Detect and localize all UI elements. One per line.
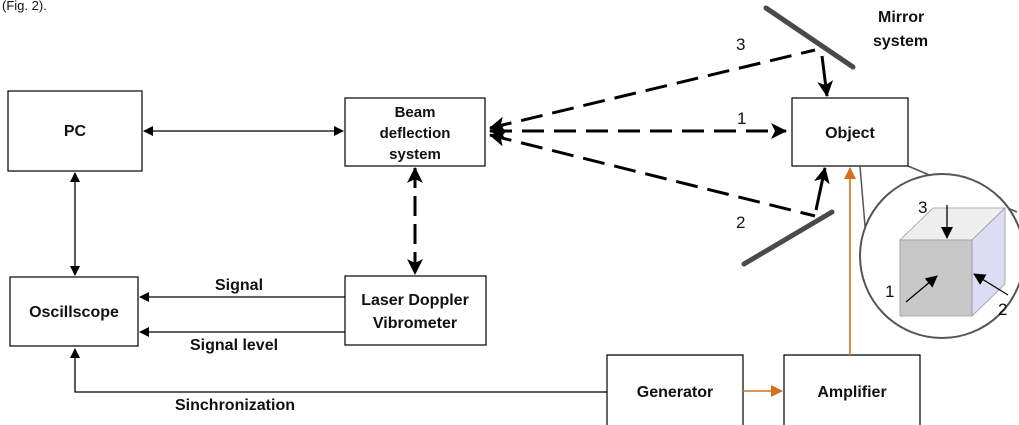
mirror-system-label-2: system xyxy=(873,33,928,50)
amplifier-label: Amplifier xyxy=(817,384,886,401)
ldv-block: Laser Doppler Vibrometer xyxy=(344,275,487,346)
beam-path-3 xyxy=(489,48,816,133)
pc-block: PC xyxy=(7,90,143,172)
path-label-2: 2 xyxy=(736,213,745,232)
mirror-top xyxy=(763,5,856,70)
oscilloscope-block: Oscillscope xyxy=(9,276,139,347)
mirror-bottom-to-object xyxy=(814,167,830,211)
magnified-inset: 3 1 2 xyxy=(859,173,1019,339)
object-label: Object xyxy=(825,125,875,142)
mirror-bottom xyxy=(741,209,835,267)
mirror-top-to-object xyxy=(817,55,834,97)
top-left-text: (Fig. 2). xyxy=(2,0,47,13)
inset-label-2: 2 xyxy=(998,300,1007,319)
oscilloscope-label: Oscillscope xyxy=(29,304,119,321)
amplifier-block: Amplifier xyxy=(783,354,921,425)
ldv-label-1: Laser Doppler xyxy=(361,292,469,309)
beam-path-2 xyxy=(489,130,816,218)
path-label-3: 3 xyxy=(736,35,745,54)
beam-deflection-block: Beam deflection system xyxy=(344,97,486,167)
beam-label-3: system xyxy=(389,146,441,163)
inset-label-1: 1 xyxy=(885,282,894,301)
synchronization-label: Sinchronization xyxy=(175,397,295,414)
object-block: Object xyxy=(791,97,909,167)
generator-block: Generator xyxy=(606,354,744,425)
beam-label-2: deflection xyxy=(380,125,451,142)
inset-label-3: 3 xyxy=(918,198,927,217)
path-label-1: 1 xyxy=(737,109,746,128)
beam-label-1: Beam xyxy=(395,104,436,121)
pc-label: PC xyxy=(64,123,87,140)
mirror-system-label-1: Mirror xyxy=(878,9,924,26)
synchronization-arrow xyxy=(70,348,607,393)
cube-front-face xyxy=(899,239,973,317)
signal-label: Signal xyxy=(215,277,263,294)
ldv-label-2: Vibrometer xyxy=(373,315,457,332)
generator-label: Generator xyxy=(637,384,713,401)
inset-arrow-2 xyxy=(973,273,1009,296)
signal-level-label: Signal level xyxy=(190,337,278,354)
inset-arrow-1 xyxy=(905,275,938,303)
